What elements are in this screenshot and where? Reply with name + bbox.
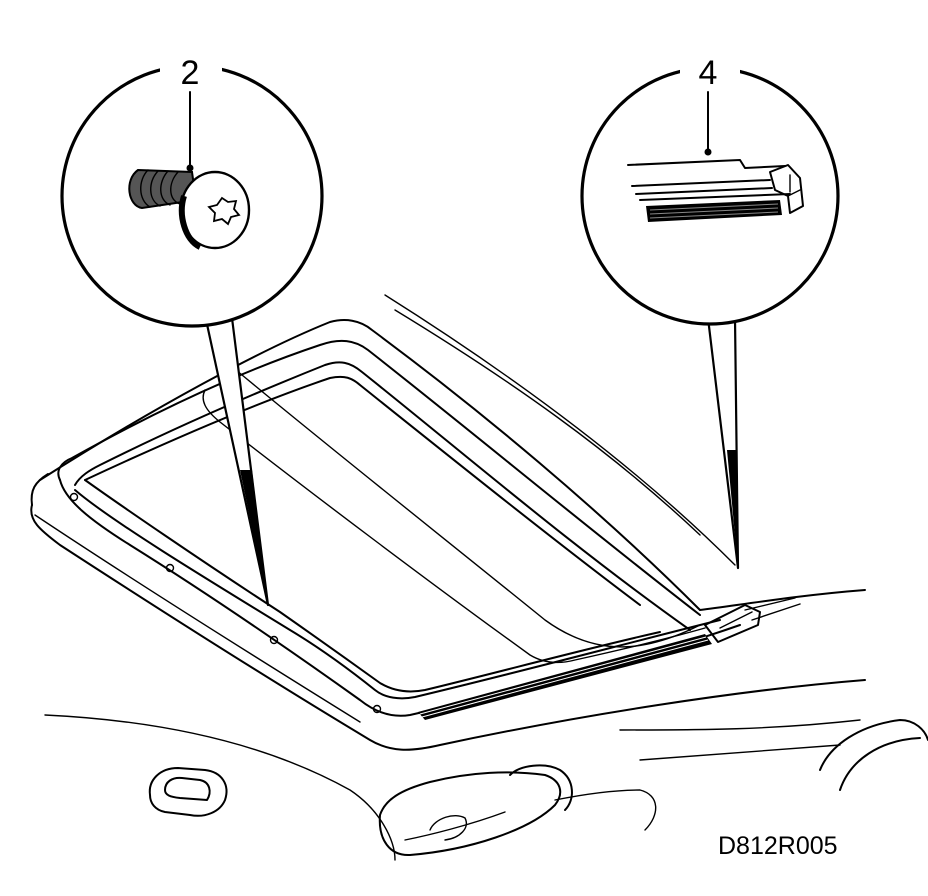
leader-lines <box>203 313 740 607</box>
callout-seal: 4 <box>580 52 840 326</box>
callout-number-screw: 2 <box>181 54 200 92</box>
torx-screw-icon <box>128 168 251 250</box>
screw-hole <box>372 704 382 714</box>
callout-screw: 2 <box>60 52 324 328</box>
seal-profile-icon <box>627 159 804 222</box>
screw-hole <box>69 492 79 502</box>
coat-hook <box>148 767 228 817</box>
front-seal-strip <box>418 597 801 720</box>
screw-hole <box>165 563 175 573</box>
document-code: D812R005 <box>718 832 838 860</box>
detail-circle <box>580 66 840 326</box>
rear-handle <box>378 764 657 857</box>
callout-number-seal: 4 <box>699 54 718 92</box>
roof-illustration <box>30 294 928 861</box>
screw-hole <box>269 635 279 645</box>
